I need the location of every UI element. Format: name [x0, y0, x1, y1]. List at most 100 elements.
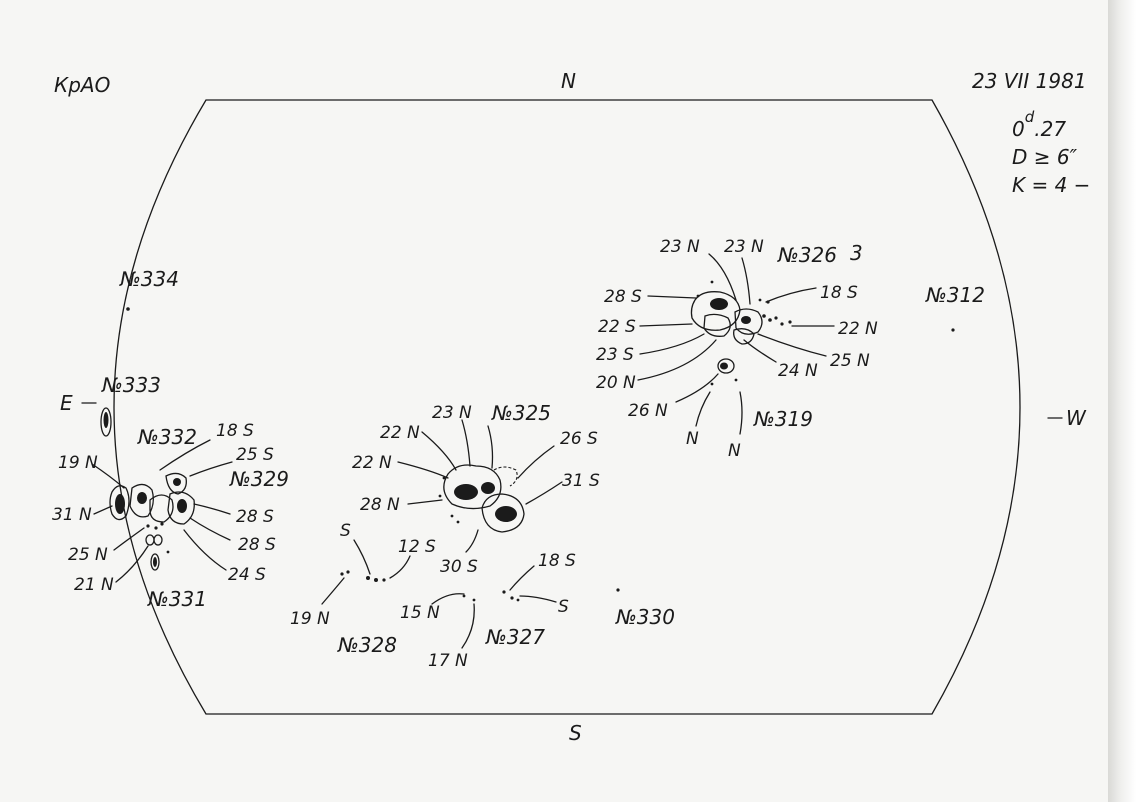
date-label: 23 VII 1981: [972, 69, 1087, 93]
leader-326-24n: [743, 339, 777, 363]
penumbra-331-a: [145, 534, 155, 546]
region-328: №328: [337, 633, 397, 657]
umbra-325-lead: [495, 506, 517, 522]
label-325-22n-a: 22 N: [380, 423, 420, 443]
pore-326-9: [696, 294, 700, 298]
pore-329-3: [160, 522, 164, 526]
label-329-28s-b: 28 S: [238, 535, 276, 555]
leader-329-21n: [115, 545, 149, 583]
region-312: №312: [925, 283, 985, 307]
penumbra-331-c: [150, 553, 160, 571]
label-329-24s: 24 S: [228, 565, 266, 585]
umbra-333: [103, 412, 109, 428]
pore-326-8: [710, 280, 714, 284]
pore-329-4: [166, 550, 170, 554]
umbra-329-e: [177, 499, 187, 513]
leader-326-23n-a: [708, 253, 737, 301]
pore-327-1: [462, 594, 466, 598]
leader-328-19n: [321, 577, 345, 605]
umbra-319: [720, 362, 728, 370]
region-330: №330: [615, 605, 675, 629]
region-326: №326: [777, 243, 837, 267]
umbra-331-c: [153, 557, 157, 567]
label-326-18s: 18 S: [820, 283, 858, 303]
pore-328-5: [382, 578, 386, 582]
penumbra-331-b: [153, 534, 163, 546]
label-327-s: S: [558, 597, 569, 617]
label-325-26s: 26 S: [560, 429, 598, 449]
label-319-26n: 26 N: [628, 401, 668, 421]
penumbra-329-c: [149, 494, 174, 523]
pore-329-2: [154, 526, 158, 530]
leader-325-23n: [461, 419, 471, 467]
pore-319-2: [734, 378, 738, 382]
umbra-325-b: [481, 482, 495, 494]
label-326-23n-b: 23 N: [724, 237, 764, 257]
leader-329-25n: [113, 527, 145, 551]
label-325-22n-b: 22 N: [352, 453, 392, 473]
label-326-24n: 24 N: [778, 361, 818, 381]
group-329: [91, 307, 233, 583]
penumbra-325-lead: [481, 493, 525, 533]
pore-330: [616, 588, 620, 592]
umbra-329-a: [115, 494, 125, 514]
leader-326-25n: [757, 333, 827, 357]
leader-329-28s-b: [189, 517, 231, 541]
penumbra-319: [717, 358, 735, 374]
leader-329-19n: [91, 463, 125, 489]
penumbra-326-c: [734, 308, 763, 335]
pore-326-3: [774, 316, 778, 320]
label-327-17n: 17 N: [428, 651, 468, 671]
time-unit: d: [1025, 108, 1035, 126]
penumbra-329-e: [167, 491, 195, 525]
leader-328-s: [353, 539, 371, 575]
label-326-23s: 23 S: [596, 345, 634, 365]
k-index-label: K = 4 −: [1012, 173, 1090, 197]
leader-319-n-b: [739, 391, 743, 435]
leader-327-15n: [431, 593, 465, 605]
leader-326-28s: [647, 295, 697, 299]
solar-disk-outline: [113, 99, 1021, 715]
pore-329-1: [146, 524, 150, 528]
region-334: №334: [119, 267, 179, 291]
pen-325-faint: [493, 466, 518, 487]
region-331: №331: [147, 587, 207, 611]
pore-334: [126, 307, 130, 311]
penumbra-326-d: [733, 328, 755, 345]
pore-328-4: [374, 578, 378, 582]
penumbra-326-a: [690, 291, 741, 331]
time-label: 0d.27: [1012, 108, 1066, 141]
leader-325-30s: [465, 529, 479, 553]
umbra-326-a: [710, 298, 728, 310]
label-325-30s: 30 S: [440, 557, 478, 577]
label-329-25s: 25 S: [236, 445, 274, 465]
leader-326-23s: [639, 333, 705, 355]
pore-325-1: [438, 494, 442, 498]
leader-319-n-a: [695, 391, 711, 427]
label-328-s: S: [340, 521, 351, 541]
leader-326-22s: [639, 323, 693, 327]
pore-328-2: [346, 570, 350, 574]
leader-325-22n-a: [421, 431, 457, 471]
pore-328-1: [340, 572, 344, 576]
pore-312: [951, 328, 955, 332]
leader-326-20n: [637, 339, 717, 381]
penumbra-333: [100, 407, 112, 437]
label-327-18s: 18 S: [538, 551, 576, 571]
label-319-n-a: N: [686, 429, 699, 449]
north-label: N: [561, 69, 576, 93]
pore-326-1: [762, 314, 766, 318]
label-329-28s-a: 28 S: [236, 507, 274, 527]
time-suffix: .27: [1034, 117, 1066, 141]
leader-319-26n: [675, 373, 719, 403]
east-label: E: [60, 391, 73, 415]
region-327: №327: [485, 625, 545, 649]
pore-325-3: [456, 520, 460, 524]
leader-328-12s: [389, 555, 411, 579]
pore-326-5: [788, 320, 792, 324]
label-329-21n: 21 N: [74, 575, 114, 595]
label-325-28n: 28 N: [360, 495, 400, 515]
label-326-28s: 28 S: [604, 287, 642, 307]
label-319-n-b: N: [728, 441, 741, 461]
